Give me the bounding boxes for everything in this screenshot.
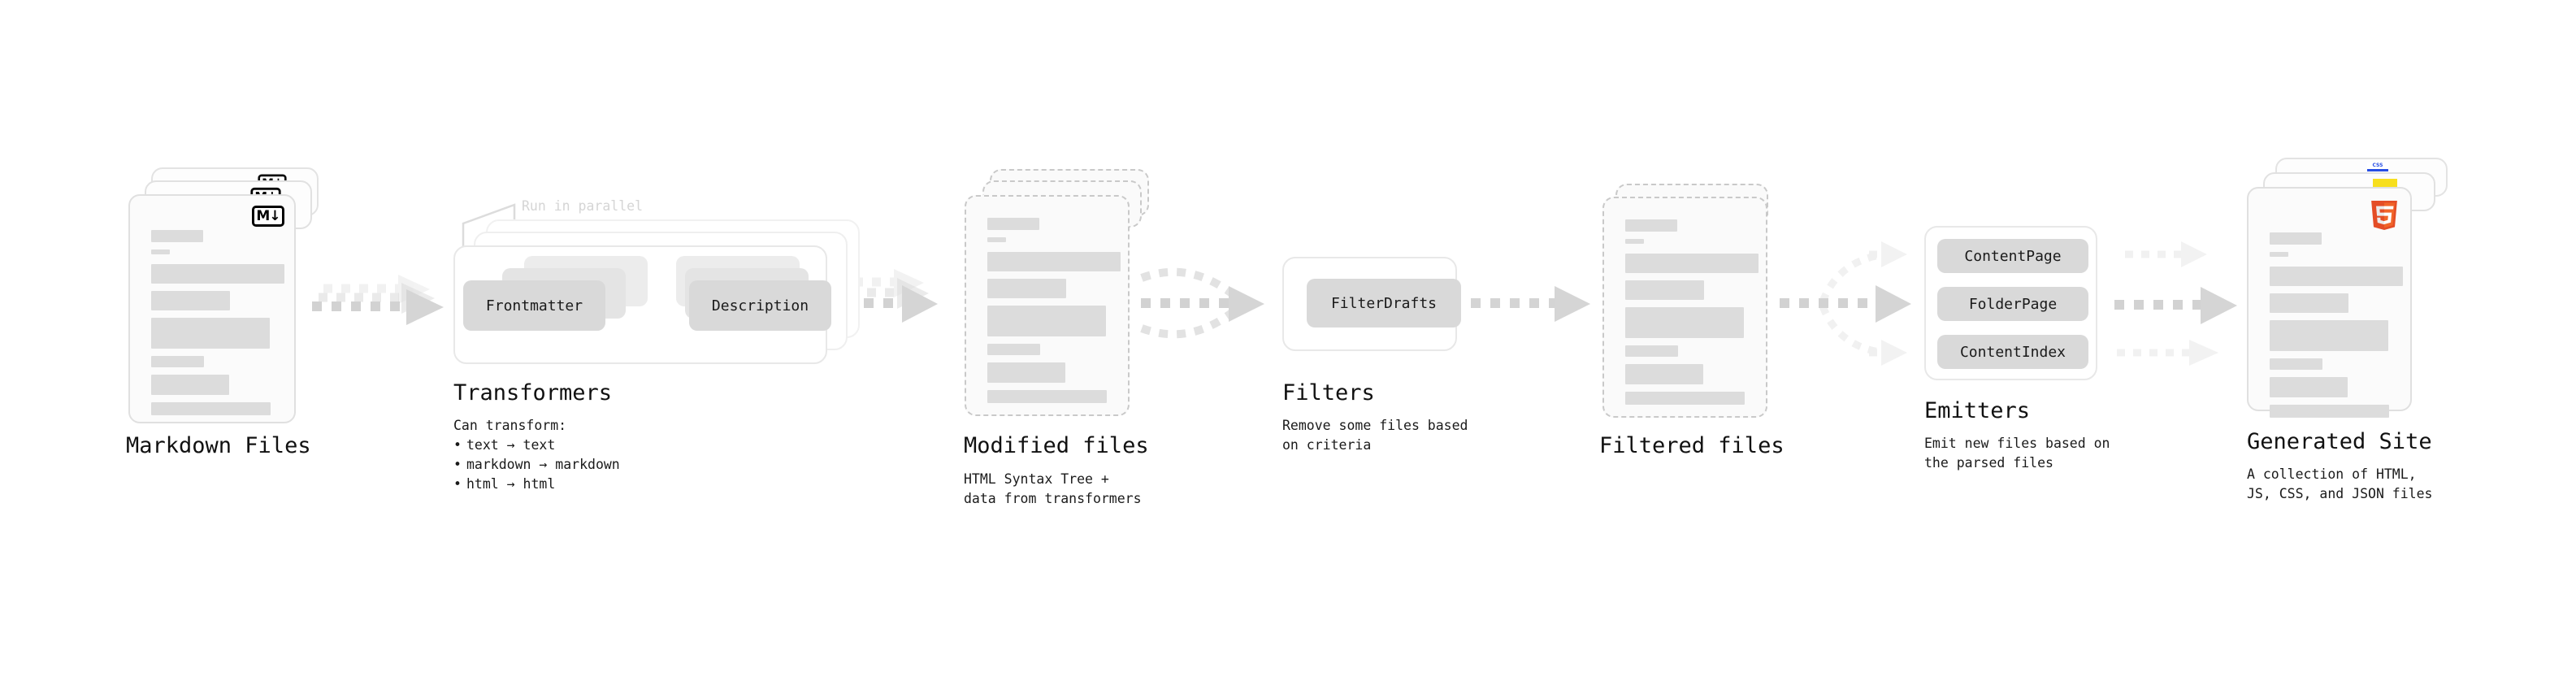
emitters-subtitle: Emit new files based on the parsed files: [1924, 436, 2110, 471]
generated-file-card-html: [2247, 187, 2412, 418]
content-bar: [987, 252, 1121, 271]
content-bar: [2270, 405, 2389, 418]
content-bar: [151, 230, 203, 242]
filters-title: Filters: [1282, 380, 1375, 406]
content-bar: [987, 344, 1040, 355]
filtered-file-content: [1625, 219, 1759, 412]
emitter-chip-folderpage[interactable]: FolderPage: [1937, 287, 2088, 321]
transform-rule: markdown → markdown: [453, 455, 620, 475]
arrow-filters-to-filtered: [1471, 286, 1590, 322]
content-bar: [151, 249, 170, 254]
content-bar: [151, 318, 270, 349]
arrow-modified-to-filters: [1140, 267, 1264, 339]
chip-label: ContentPage: [1964, 247, 2062, 265]
content-bar: [2270, 267, 2403, 286]
modified-files-subtitle: HTML Syntax Tree + data from transformer…: [964, 471, 1142, 506]
content-bar: [2270, 293, 2348, 313]
chip-label: FolderPage: [1968, 295, 2058, 313]
css-badge-text: CSS: [2372, 163, 2383, 168]
html5-icon: [2371, 201, 2397, 230]
markdown-file-content: [151, 230, 284, 423]
content-bar: [2270, 252, 2288, 257]
emitter-chip-contentpage[interactable]: ContentPage: [1937, 239, 2088, 273]
content-bar: [2270, 320, 2388, 351]
filtered-file-card-front: [1602, 197, 1767, 418]
chip-label: Description: [711, 297, 809, 314]
content-bar: [1625, 280, 1704, 300]
arrow-markdown-to-transformers: [312, 275, 444, 325]
emitter-chip-contentindex[interactable]: ContentIndex: [1937, 335, 2088, 369]
modified-files-title: Modified files: [964, 433, 1149, 458]
content-bar: [151, 356, 204, 367]
content-bar: [151, 291, 230, 310]
emitters-box: ContentPage FolderPage ContentIndex: [1924, 226, 2097, 380]
content-bar: [987, 306, 1106, 336]
modified-file-content: [987, 218, 1121, 410]
markdown-files-title: Markdown Files: [126, 433, 311, 458]
filtered-files-title: Filtered files: [1599, 433, 1785, 458]
filters-box: FilterDrafts: [1282, 257, 1461, 351]
arrow-filtered-to-emitters: [1780, 241, 1911, 366]
content-bar: [151, 402, 271, 415]
run-in-parallel-note: Run in parallel: [522, 198, 644, 214]
content-bar: [1625, 345, 1678, 357]
content-bar: [151, 264, 284, 284]
modified-file-card-front: [965, 195, 1130, 416]
transformer-chip-frontmatter[interactable]: Frontmatter: [463, 280, 605, 331]
markdown-badge-front: M↓: [252, 206, 284, 227]
css-badge: CSS: [2367, 163, 2388, 171]
transformers-title: Transformers: [453, 380, 613, 406]
content-bar: [1625, 239, 1644, 244]
emitters-title: Emitters: [1924, 398, 2031, 423]
transform-rule: html → html: [453, 475, 620, 494]
content-bar: [987, 218, 1039, 230]
markdown-badge-text-front: M↓: [256, 207, 280, 224]
content-bar: [2270, 358, 2322, 370]
content-bar: [2270, 232, 2322, 245]
markdown-file-card-front: M↓: [128, 194, 296, 423]
content-bar: [1625, 219, 1677, 232]
content-bar: [1625, 392, 1745, 405]
filters-subtitle: Remove some files based on criteria: [1282, 418, 1468, 453]
content-bar: [1625, 307, 1744, 338]
chip-label: Frontmatter: [485, 297, 583, 314]
content-bar: [987, 390, 1107, 403]
filter-chip-filterdrafts[interactable]: FilterDrafts: [1307, 279, 1461, 327]
content-bar: [1625, 364, 1703, 384]
generated-site-subtitle: A collection of HTML, JS, CSS, and JSON …: [2247, 466, 2433, 501]
transformer-chip-description[interactable]: Description: [689, 280, 831, 331]
arrow-emitters-to-site: [2114, 241, 2237, 366]
chip-label: FilterDrafts: [1330, 294, 1438, 312]
transformers-bullets: Can transform: text → text markdown → ma…: [453, 416, 620, 494]
content-bar: [151, 375, 229, 395]
content-bar: [987, 279, 1066, 298]
generated-site-title: Generated Site: [2247, 429, 2432, 454]
content-bar: [1625, 254, 1759, 273]
transform-rule: text → text: [453, 436, 620, 455]
content-bar: [987, 362, 1065, 383]
content-bar: [987, 237, 1006, 242]
chip-label: ContentIndex: [1959, 343, 2066, 361]
generated-file-content: [2270, 232, 2403, 425]
transformers-subtitle: Can transform:: [453, 418, 567, 433]
content-bar: [2270, 377, 2348, 397]
